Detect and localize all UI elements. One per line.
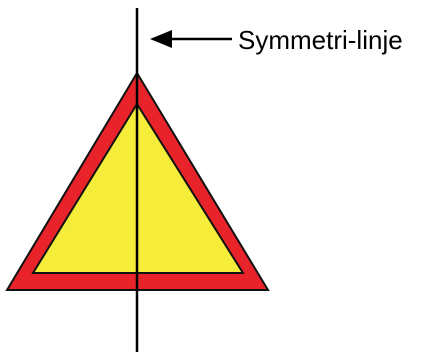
left-arrow-icon [150,30,232,48]
symmetry-line-label: Symmetri-linje [238,25,403,55]
